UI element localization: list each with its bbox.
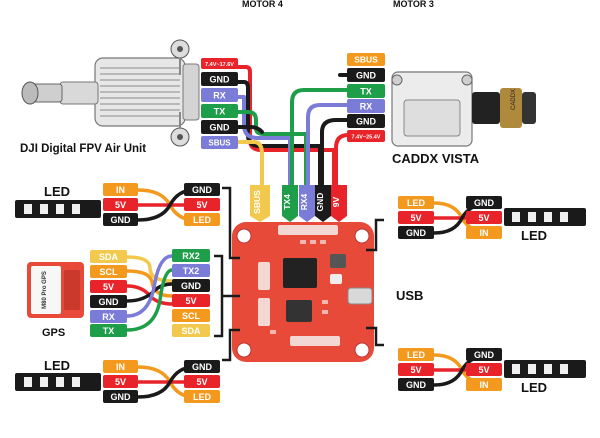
caddx-pin-3: RX bbox=[360, 102, 373, 112]
caddx-pin-5: 7.4V~25.4V bbox=[352, 135, 381, 141]
dji-pin-tags: 7.4V~17.6V GND RX TX GND SBUS bbox=[201, 58, 238, 149]
led-label-bottom-right: LED bbox=[521, 380, 547, 395]
led-br-right-0: GND bbox=[474, 350, 495, 360]
led-tr-left-0: LED bbox=[407, 198, 426, 208]
led-strip-bottom-right bbox=[504, 360, 586, 378]
gps-left-pin-2: 5V bbox=[103, 282, 114, 292]
led-bl-right-1: 5V bbox=[196, 377, 207, 387]
led-bl-right-2: LED bbox=[193, 392, 212, 402]
dji-pin-5: SBUS bbox=[208, 139, 231, 148]
led-tr-right-1: 5V bbox=[478, 213, 489, 223]
caddx-lens-label: CADDX bbox=[511, 89, 517, 110]
led-tl-right-1: 5V bbox=[196, 200, 207, 210]
led-tags-top-left: IN 5V GND GND 5V LED bbox=[103, 183, 220, 226]
led-tr-right-0: GND bbox=[474, 198, 495, 208]
fc-top-pin-1: TX4 bbox=[282, 194, 292, 210]
video-wires bbox=[236, 65, 357, 186]
led-tags-bottom-right: LED 5V GND GND 5V IN bbox=[398, 348, 502, 391]
led-label-top-left: LED bbox=[44, 184, 70, 199]
gps-right-pin-3: 5V bbox=[185, 296, 196, 306]
caddx-vista: CADDX bbox=[391, 71, 536, 147]
gps-left-pin-5: TX bbox=[103, 326, 115, 336]
led-tr-right-2: IN bbox=[480, 228, 489, 238]
gps-label: GPS bbox=[42, 327, 65, 339]
led-tl-left-2: GND bbox=[111, 215, 132, 225]
caddx-pin-4: GND bbox=[356, 117, 377, 127]
caddx-pin-0: SBUS bbox=[354, 55, 378, 65]
caddx-pin-2: TX bbox=[360, 87, 372, 97]
connector-brackets bbox=[214, 186, 384, 362]
gps-right-pin-4: SCL bbox=[182, 311, 201, 321]
dji-air-unit-label: DJI Digital FPV Air Unit bbox=[20, 143, 146, 155]
gps-left-pin-1: SCL bbox=[100, 267, 119, 277]
led-strip-bottom-left bbox=[15, 373, 101, 391]
dji-pin-4: GND bbox=[210, 123, 231, 133]
led-tr-left-1: 5V bbox=[410, 213, 421, 223]
usb-label: USB bbox=[396, 288, 423, 303]
led-tags-bottom-left: IN 5V GND GND 5V LED bbox=[103, 360, 220, 403]
led-br-left-1: 5V bbox=[410, 365, 421, 375]
caddx-pin-1: GND bbox=[356, 71, 377, 81]
led-bl-left-2: GND bbox=[111, 392, 132, 402]
fc-top-pin-3: GND bbox=[315, 193, 325, 212]
gps-left-pin-0: SDA bbox=[99, 252, 119, 262]
fc-top-pin-2: RX4 bbox=[299, 193, 309, 210]
led-label-bottom-left: LED bbox=[44, 358, 70, 373]
dji-pin-3: TX bbox=[214, 107, 226, 117]
dji-pin-1: GND bbox=[210, 75, 231, 85]
fc-top-connector: SBUS TX4 RX4 GND 9V bbox=[250, 185, 347, 222]
dji-pin-0: 7.4V~17.6V bbox=[205, 62, 234, 68]
led-bl-right-0: GND bbox=[192, 362, 213, 372]
gps-right-pin-5: SDA bbox=[181, 326, 201, 336]
gps-wires bbox=[125, 254, 174, 332]
led-tl-left-0: IN bbox=[116, 185, 125, 195]
motor4-label: MOTOR 4 bbox=[242, 0, 283, 9]
led-strip-top-right bbox=[504, 208, 586, 226]
gps-right-pin-0: RX2 bbox=[182, 251, 200, 261]
gps-module-label: M80 Pro GPS bbox=[42, 271, 48, 309]
led-br-right-2: IN bbox=[480, 380, 489, 390]
gps-left-tags: SDA SCL 5V GND RX TX bbox=[90, 250, 127, 337]
led-bl-left-0: IN bbox=[116, 362, 125, 372]
dji-pin-2: RX bbox=[213, 91, 226, 101]
gps-module: M80 Pro GPS bbox=[27, 262, 84, 318]
gps-left-pin-3: GND bbox=[99, 297, 120, 307]
led-tl-right-0: GND bbox=[192, 185, 213, 195]
gps-right-tags: RX2 TX2 GND 5V SCL SDA bbox=[172, 249, 210, 337]
led-tl-right-2: LED bbox=[193, 215, 212, 225]
fc-top-pin-0: SBUS bbox=[252, 190, 262, 214]
led-tl-left-1: 5V bbox=[115, 200, 126, 210]
motor3-label: MOTOR 3 bbox=[393, 0, 434, 9]
led-br-left-0: LED bbox=[407, 350, 426, 360]
led-br-left-2: GND bbox=[406, 380, 427, 390]
led-br-right-1: 5V bbox=[478, 365, 489, 375]
gps-left-pin-4: RX bbox=[102, 312, 115, 322]
caddx-pin-tags: SBUS GND TX RX GND 7.4V~25.4V bbox=[347, 53, 385, 142]
flight-controller bbox=[232, 222, 374, 362]
gps-right-pin-1: TX2 bbox=[183, 266, 200, 276]
caddx-vista-label: CADDX VISTA bbox=[392, 151, 480, 166]
led-tr-left-2: GND bbox=[406, 228, 427, 238]
dji-air-unit bbox=[21, 39, 200, 147]
led-strip-top-left bbox=[15, 200, 101, 218]
led-bl-left-1: 5V bbox=[115, 377, 126, 387]
led-label-top-right: LED bbox=[521, 228, 547, 243]
gps-right-pin-2: GND bbox=[181, 281, 202, 291]
led-tags-top-right: LED 5V GND GND 5V IN bbox=[398, 196, 502, 239]
fc-top-pin-4: 9V bbox=[331, 196, 341, 207]
